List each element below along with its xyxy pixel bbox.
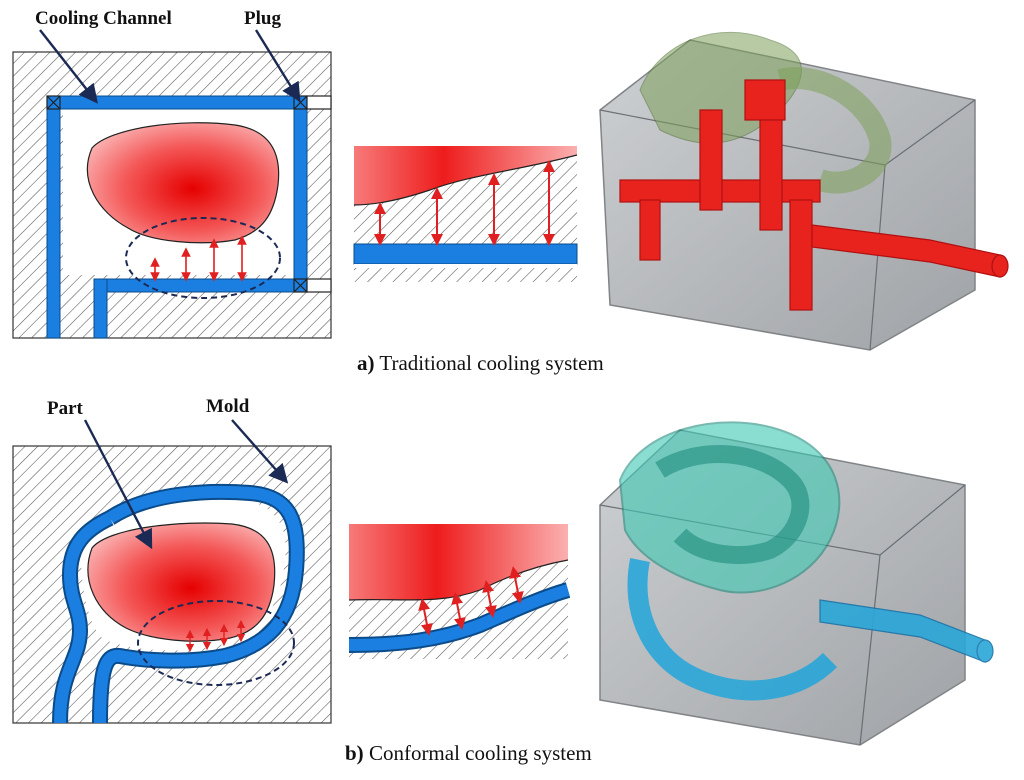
traditional-cooling-channel (46, 95, 308, 339)
plug-marks (46, 95, 332, 293)
traditional-closeup (353, 146, 578, 282)
conformal-distance-arrows (185, 619, 246, 653)
traditional-distance-arrows (150, 235, 247, 282)
conformal-closeup (348, 524, 571, 659)
mold-leader (231, 419, 289, 484)
part-label: Part (47, 398, 83, 419)
cooling-channel-leader (39, 29, 98, 104)
caption-b-letter: b) (345, 741, 364, 765)
part-leader (83, 419, 153, 550)
traditional-part (86, 122, 280, 244)
mold-label: Mold (206, 396, 250, 417)
caption-a-text: Traditional cooling system (379, 351, 604, 375)
caption-a: a) Traditional cooling system (357, 351, 604, 376)
conformal-3d-render (599, 421, 994, 746)
plug-label: Plug (244, 8, 281, 29)
conformal-part (87, 522, 276, 642)
caption-a-letter: a) (357, 351, 375, 375)
conformal-section-view (12, 419, 332, 724)
cooling-channel-label: Cooling Channel (35, 8, 172, 29)
caption-b-text: Conformal cooling system (368, 741, 592, 765)
plug-leader (254, 29, 301, 103)
caption-b: b) Conformal cooling system (345, 741, 592, 766)
traditional-section-view (12, 29, 332, 339)
traditional-3d-render (599, 31, 1009, 351)
